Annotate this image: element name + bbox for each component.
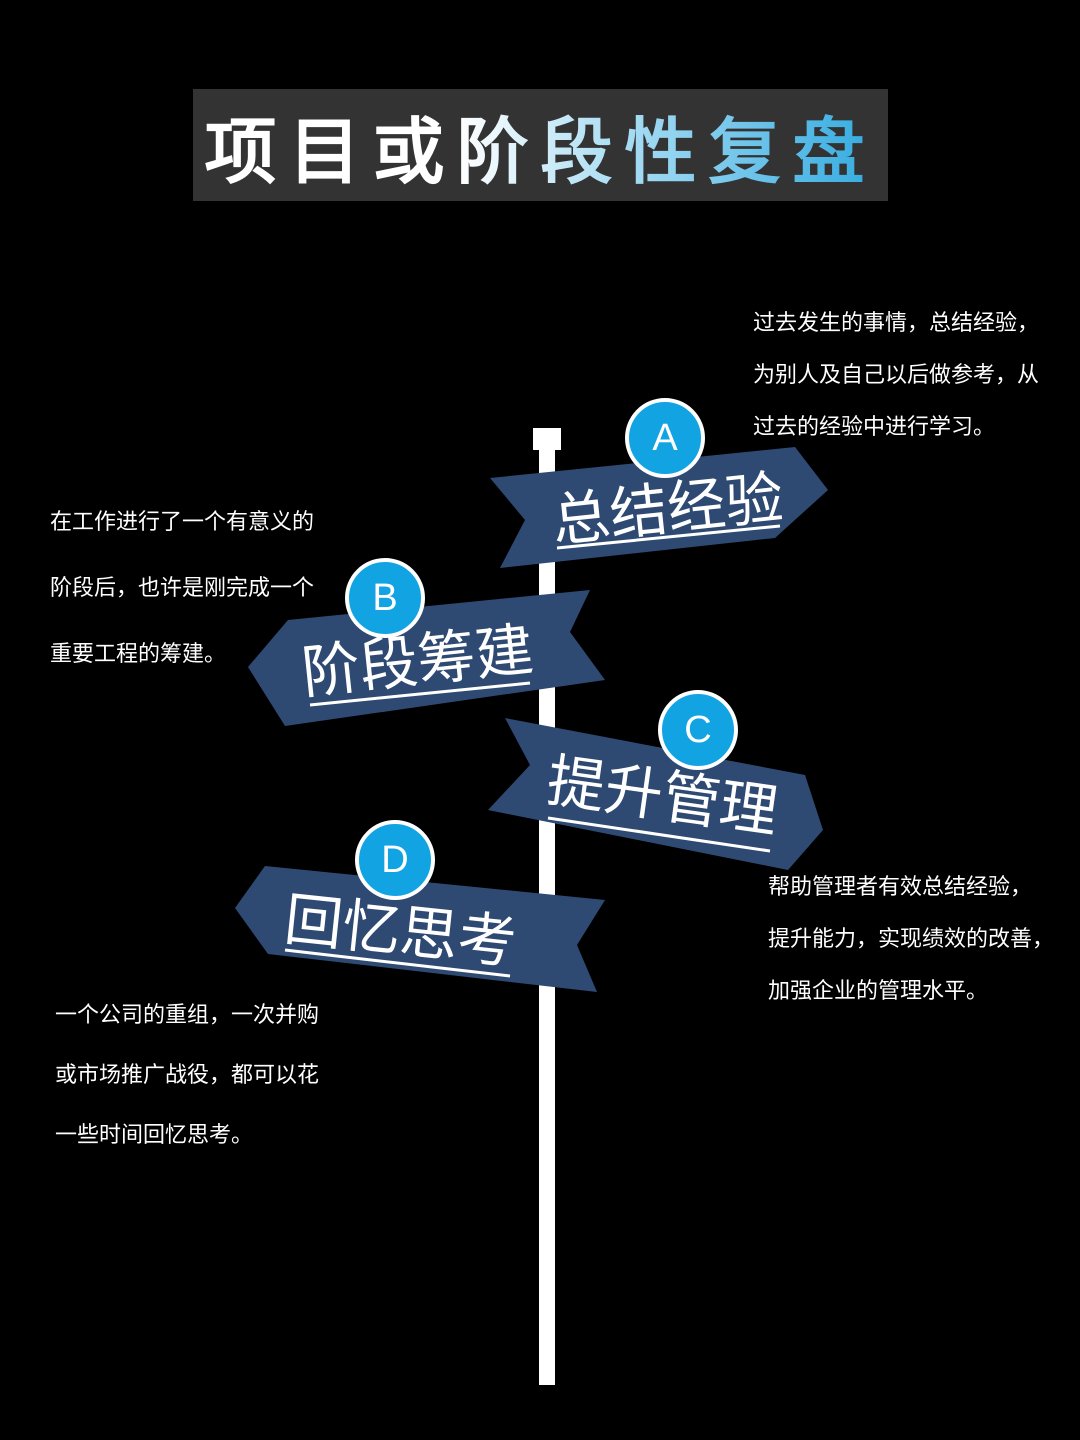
description-line: 或市场推广战役，都可以花 <box>55 1063 320 1088</box>
description-line: 加强企业的管理水平。 <box>768 979 989 1004</box>
description-line: 一个公司的重组，一次并购 <box>55 1003 320 1028</box>
description-line: 阶段后，也许是刚完成一个 <box>50 576 315 601</box>
sign-a-underline <box>556 524 781 550</box>
sign-b: 阶段筹建 B <box>248 558 605 726</box>
description-line: 为别人及自己以后做参考，从 <box>753 363 1040 388</box>
sign-c: 提升管理 C <box>488 690 823 870</box>
description-line: 在工作进行了一个有意义的 <box>50 510 315 535</box>
description-line: 提升能力，实现绩效的改善， <box>768 927 1055 952</box>
description-line: 重要工程的筹建。 <box>50 642 227 667</box>
description-b: 在工作进行了一个有意义的 阶段后，也许是刚完成一个 重要工程的筹建。 <box>50 508 314 706</box>
sign-c-badge <box>658 690 738 770</box>
page-title: 项目或阶段性复盘 <box>193 89 888 201</box>
sign-a-board <box>490 447 828 568</box>
sign-c-underline <box>547 816 771 853</box>
sign-d-badge-letter: D <box>381 839 408 881</box>
sign-b-badge <box>345 558 425 638</box>
sign-a-badge-letter: A <box>652 417 678 459</box>
sign-b-board <box>248 590 605 726</box>
sign-d: 回忆思考 D <box>235 820 605 992</box>
sign-b-badge-letter: B <box>372 577 397 619</box>
description-c: 帮助管理者有效总结经验， 提升能力，实现绩效的改善， 加强企业的管理水平。 <box>768 873 1054 1029</box>
sign-d-badge <box>355 820 435 900</box>
sign-c-board <box>488 718 823 870</box>
description-line: 过去发生的事情，总结经验， <box>753 311 1040 336</box>
description-d: 一个公司的重组，一次并购 或市场推广战役，都可以花 一些时间回忆思考。 <box>55 1001 319 1181</box>
title-box: 项目或阶段性复盘 <box>193 89 888 201</box>
description-a: 过去发生的事情，总结经验， 为别人及自己以后做参考，从 过去的经验中进行学习。 <box>753 309 1039 465</box>
sign-a-badge <box>625 398 705 478</box>
sign-c-badge-letter: C <box>684 709 711 751</box>
sign-d-underline <box>284 948 511 978</box>
sign-d-board <box>235 866 605 992</box>
sign-a: 总结经验 A <box>490 398 828 568</box>
description-line: 帮助管理者有效总结经验， <box>768 875 1033 900</box>
signpost-pole-cap <box>533 428 561 450</box>
description-line: 过去的经验中进行学习。 <box>753 415 996 440</box>
description-line: 一些时间回忆思考。 <box>55 1123 254 1148</box>
sign-b-underline <box>309 681 531 707</box>
